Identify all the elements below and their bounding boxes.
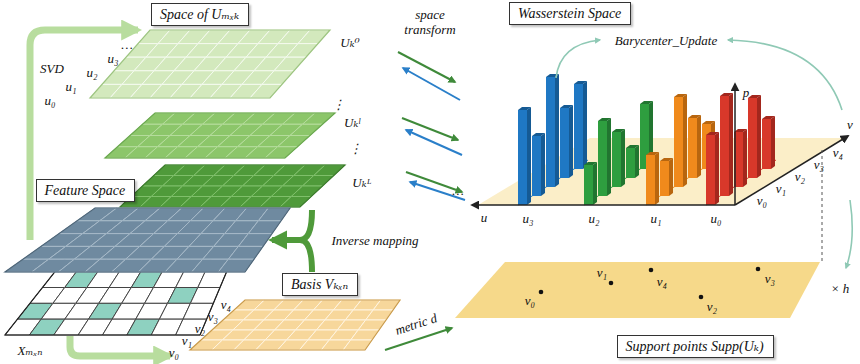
annotation: ⋮ xyxy=(332,97,345,112)
box-title: Support points Supp(Uₖ) xyxy=(626,338,765,355)
histogram-bars xyxy=(518,74,776,205)
annotation: u xyxy=(481,210,488,225)
support-points xyxy=(539,267,761,300)
annotation: v₃ xyxy=(814,157,824,172)
annotation: v xyxy=(847,117,853,132)
annotation: Uₖ⁰ xyxy=(340,35,359,50)
axes xyxy=(472,84,848,205)
annotation: u₃ xyxy=(522,211,533,226)
annotation: v₂ xyxy=(195,321,205,336)
annotation: v₁ xyxy=(182,333,192,348)
u-grid-bottom xyxy=(120,165,345,207)
annotation: Xₘₓₙ xyxy=(18,343,43,358)
barycenter-curve xyxy=(846,200,852,268)
annotation: SVD xyxy=(40,61,64,76)
annotation: v₂ xyxy=(707,299,717,314)
annotation: … xyxy=(452,183,464,198)
annotation: u₀ xyxy=(710,211,721,226)
annotation: Barycenter_Update xyxy=(615,33,718,48)
u-grid-top xyxy=(90,30,330,98)
annotation: v₄ xyxy=(221,297,231,312)
box-title: Space of Uₘₓₖ xyxy=(160,6,240,23)
annotation: v₀ xyxy=(169,345,179,360)
title-box: Basis Vₖₓₙ xyxy=(282,273,358,296)
svd-arrow xyxy=(30,30,138,240)
inverse-arrow xyxy=(272,210,312,272)
annotation: … xyxy=(121,37,133,52)
annotation: u₃ xyxy=(107,51,118,66)
annotation: v₂ xyxy=(795,169,805,184)
transform-arrows xyxy=(398,52,465,200)
barycenter-curve xyxy=(728,40,842,110)
title-box: Space of Uₘₓₖ xyxy=(151,3,249,26)
u-grid-middle xyxy=(105,113,335,158)
annotation: Inverse mapping xyxy=(331,233,418,248)
annotation: v₀ xyxy=(757,193,767,208)
annotation: × h xyxy=(831,281,850,296)
barycenter-curve xyxy=(556,40,600,78)
annotation: v₀ xyxy=(525,293,535,308)
annotation: ⋮ xyxy=(349,141,362,156)
annotation: space transform xyxy=(399,7,461,37)
annotation: v₁ xyxy=(776,181,786,196)
annotation: u₂ xyxy=(86,65,97,80)
box-title: Feature Space xyxy=(45,182,126,199)
basis-arrow xyxy=(70,336,170,356)
box-title: Wasserstein Space xyxy=(518,5,622,22)
annotation: u₂ xyxy=(588,211,599,226)
box-title: Basis Vₖₓₙ xyxy=(291,276,349,293)
title-box: Support points Supp(Uₖ) xyxy=(617,335,774,358)
x-matrix xyxy=(5,240,240,335)
annotation: u₁ xyxy=(65,79,76,94)
title-box: Feature Space xyxy=(36,179,135,202)
annotation: v₃ xyxy=(208,309,218,324)
title-box: Wasserstein Space xyxy=(509,2,631,25)
annotation: v₄ xyxy=(833,145,843,160)
annotation: v₄ xyxy=(657,274,667,289)
annotation: v₃ xyxy=(765,271,775,286)
annotation: u₁ xyxy=(650,211,661,226)
annotation: p xyxy=(743,85,750,100)
annotation: Uₖᴸ xyxy=(352,175,371,190)
annotation: u₀ xyxy=(44,93,55,108)
support-plane xyxy=(455,262,820,318)
annotation: v₁ xyxy=(597,265,607,280)
feature-grid xyxy=(5,208,290,272)
annotation: Uₖˡ xyxy=(344,115,360,130)
